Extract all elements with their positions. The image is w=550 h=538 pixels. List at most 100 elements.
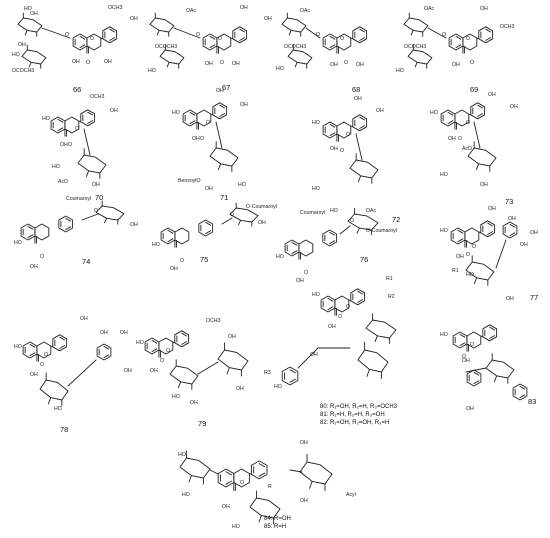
double-bond	[447, 111, 454, 116]
compound-caption: 80: R₁=OH, R₂=H, R₃=OCH3	[320, 404, 398, 410]
bond	[85, 170, 90, 178]
double-bond	[57, 127, 64, 132]
atom-label: OH	[530, 230, 538, 236]
atom-label: O	[346, 304, 350, 310]
bond	[197, 361, 219, 375]
double-bond	[205, 221, 212, 226]
c-ring	[298, 239, 314, 257]
atom-label: AcO	[462, 146, 472, 152]
double-bond	[189, 111, 196, 116]
atom-label: OH	[104, 59, 112, 65]
b-ring	[80, 109, 96, 127]
bond	[475, 163, 480, 171]
atom-label: OH	[264, 16, 272, 22]
atom-label: Coumaroyl	[300, 210, 325, 216]
double-bond	[239, 28, 246, 33]
bond	[28, 61, 32, 68]
c-ring	[174, 227, 190, 245]
bond	[215, 121, 223, 149]
atom-label: OH	[310, 352, 318, 358]
double-bond	[327, 297, 334, 302]
atom-label: OH	[192, 136, 200, 142]
atom-label: O	[75, 126, 79, 132]
compound-caption: 81: R₁=H, R₂=H, R₃=OH	[320, 412, 385, 418]
atom-label: Acyl	[346, 492, 356, 498]
double-bond	[239, 37, 246, 41]
atom-label: HO	[232, 524, 240, 530]
bond	[305, 27, 321, 39]
double-bond	[57, 118, 64, 123]
atom-label: HO	[136, 340, 144, 346]
atom-label: 72	[392, 215, 400, 224]
atom-label: OH	[330, 146, 338, 152]
double-bond	[59, 345, 66, 349]
double-bond	[487, 231, 494, 235]
atom-label: OH	[480, 182, 488, 188]
bond	[493, 375, 498, 383]
atom-label: O	[218, 36, 222, 42]
atom-label: OCH3	[500, 24, 515, 30]
atom-label: HO	[24, 6, 32, 12]
atom-label: Coumaroyl	[66, 196, 91, 202]
double-bond	[79, 44, 86, 49]
double-bond	[29, 352, 36, 357]
b-ring	[352, 114, 368, 132]
atom-label: OH	[100, 330, 108, 336]
bond	[47, 397, 52, 405]
double-bond	[219, 104, 226, 109]
atom-label: OH	[480, 6, 488, 12]
double-bond	[225, 480, 232, 485]
atom-label: R	[268, 484, 272, 490]
atom-label: O	[65, 32, 69, 38]
atom-label: O	[472, 244, 476, 250]
double-bond	[181, 341, 188, 345]
atom-label: O	[466, 252, 470, 258]
bond	[217, 163, 222, 171]
atom-label: OH	[354, 96, 362, 102]
double-bond	[219, 113, 226, 117]
atom-label: O	[230, 212, 234, 218]
bond	[473, 121, 481, 149]
double-bond	[477, 113, 484, 117]
atom-label: O	[200, 136, 204, 142]
bond	[294, 61, 298, 68]
atom-label: HO	[430, 110, 438, 116]
atom-label: OH	[236, 386, 244, 392]
b-ring	[174, 330, 190, 348]
atom-label: 68	[352, 85, 360, 94]
atom-label: 69	[470, 85, 478, 94]
atom-label: OH	[150, 368, 158, 374]
b-ring	[52, 334, 68, 352]
bond	[288, 29, 292, 36]
atom-label: O	[40, 362, 44, 368]
b-ring	[102, 26, 118, 44]
double-bond	[167, 238, 174, 243]
bond	[339, 225, 351, 235]
b-ring	[350, 288, 366, 306]
atom-label: R2	[388, 294, 395, 300]
atom-label: OAc	[424, 6, 434, 12]
atom-label: OH	[296, 278, 304, 284]
atom-label: OH	[466, 406, 474, 412]
atom-label: OH	[240, 102, 248, 108]
double-bond	[473, 380, 480, 385]
atom-label: 70	[95, 193, 103, 202]
atom-label: O	[340, 148, 344, 154]
atom-label: O	[86, 60, 90, 66]
atom-label: OH	[110, 108, 118, 114]
atom-label: OH	[488, 206, 496, 212]
atom-label: OH	[60, 142, 68, 148]
atom-label: OH	[240, 5, 248, 11]
atom-label: O	[338, 314, 342, 320]
double-bond	[329, 231, 336, 236]
atom-label: OH	[30, 11, 38, 17]
atom-label: O	[44, 352, 48, 358]
atom-label: HO	[330, 208, 338, 214]
atom-label: AcO	[58, 179, 68, 185]
atom-label: OH	[30, 264, 38, 270]
atom-label: O-Coumaroyl	[246, 204, 277, 210]
double-bond	[489, 335, 496, 339]
